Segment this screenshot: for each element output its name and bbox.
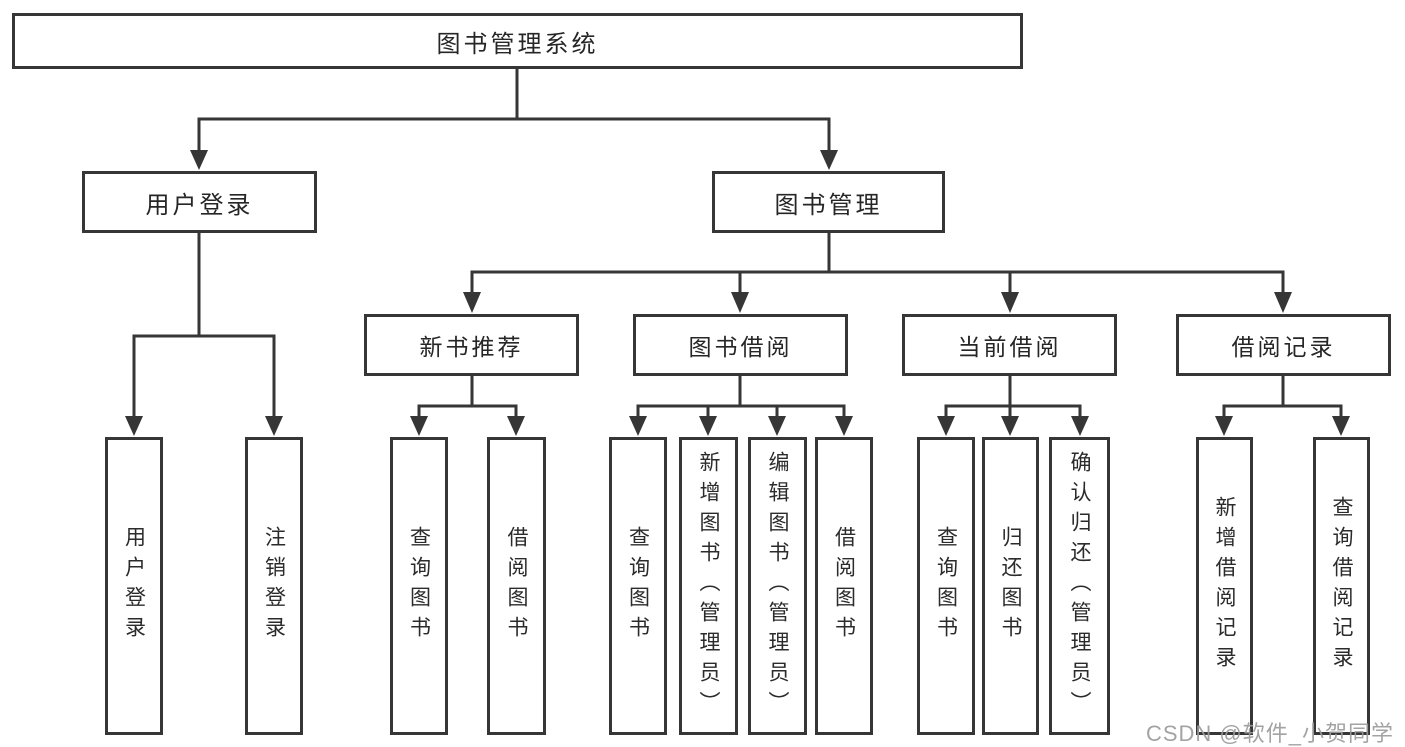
node-leaf-current-query: 查询图书 xyxy=(917,437,975,735)
node-root-label: 图书管理系统 xyxy=(436,30,599,58)
node-new-book-recommend: 新书推荐 xyxy=(364,314,579,376)
node-leaf-current-return: 归还图书 xyxy=(982,437,1039,735)
node-leaf-user-login: 用户登录 xyxy=(105,437,163,735)
connector-bookborrow-to-leaves xyxy=(629,376,853,436)
arrowhead-icon xyxy=(1274,292,1292,313)
node-leaf-bookborrow-borrow: 借阅图书 xyxy=(815,437,873,735)
arrowhead-icon xyxy=(1001,416,1019,436)
arrowhead-icon xyxy=(835,416,853,436)
arrowhead-icon xyxy=(768,416,786,436)
arrowhead-icon xyxy=(937,416,955,436)
node-leaf-current-query-label: 查询图书 xyxy=(934,526,958,646)
arrowhead-icon xyxy=(1332,416,1350,436)
node-user-login-label: 用户登录 xyxy=(145,191,254,219)
connector-path xyxy=(470,233,1285,294)
node-book-management-label: 图书管理 xyxy=(774,191,883,219)
arrowhead-icon xyxy=(507,416,525,436)
node-leaf-current-return-label: 归还图书 xyxy=(999,526,1022,646)
node-leaf-newbook-borrow-label: 借阅图书 xyxy=(505,526,528,646)
connector-newbookrec-to-leaves xyxy=(410,376,525,436)
connector-path xyxy=(1222,376,1343,418)
node-root: 图书管理系统 xyxy=(12,13,1023,69)
node-current-borrow: 当前借阅 xyxy=(902,314,1117,376)
node-leaf-record-query: 查询借阅记录 xyxy=(1313,437,1370,735)
node-leaf-current-confirm-label: 确认归还（管理员） xyxy=(1068,451,1091,721)
node-leaf-bookborrow-edit-label: 编辑图书（管理员） xyxy=(766,451,789,721)
connector-borrowrecord-to-leaves xyxy=(1215,376,1350,436)
arrowhead-icon xyxy=(410,416,428,436)
arrowhead-icon xyxy=(820,150,838,170)
connector-userlogin-to-leaves xyxy=(125,233,283,436)
connector-path xyxy=(944,376,1082,418)
connector-root-to-level2 xyxy=(190,68,838,170)
node-borrow-record-label: 借阅记录 xyxy=(1231,334,1336,360)
node-new-book-recommend-label: 新书推荐 xyxy=(419,334,524,360)
node-leaf-bookborrow-add-label: 新增图书（管理员） xyxy=(697,451,720,721)
node-leaf-bookborrow-add: 新增图书（管理员） xyxy=(679,437,738,735)
connector-path xyxy=(197,68,831,152)
node-leaf-record-add-label: 新增借阅记录 xyxy=(1213,496,1236,676)
connector-path xyxy=(417,376,518,418)
connector-path xyxy=(636,376,846,418)
node-leaf-newbook-query: 查询图书 xyxy=(390,437,448,735)
node-leaf-logout-label: 注销登录 xyxy=(262,526,286,646)
connector-bookmgmt-to-level3 xyxy=(463,233,1292,313)
node-book-management: 图书管理 xyxy=(712,171,945,233)
arrowhead-icon xyxy=(629,416,647,436)
node-leaf-user-login-label: 用户登录 xyxy=(122,526,146,646)
arrowhead-icon xyxy=(1001,292,1019,313)
node-leaf-bookborrow-borrow-label: 借阅图书 xyxy=(832,526,856,646)
node-current-borrow-label: 当前借阅 xyxy=(957,334,1062,360)
node-book-borrow: 图书借阅 xyxy=(633,314,848,376)
connector-currentborrow-to-leaves xyxy=(937,376,1089,436)
arrowhead-icon xyxy=(463,292,481,313)
node-book-borrow-label: 图书借阅 xyxy=(688,334,793,360)
node-leaf-record-add: 新增借阅记录 xyxy=(1196,437,1253,735)
node-leaf-newbook-query-label: 查询图书 xyxy=(407,526,431,646)
arrowhead-icon xyxy=(1215,416,1233,436)
arrowhead-icon xyxy=(1071,416,1089,436)
connector-path xyxy=(132,233,276,418)
arrowhead-icon xyxy=(699,416,717,436)
arrowhead-icon xyxy=(731,292,749,313)
arrowhead-icon xyxy=(190,150,208,170)
node-borrow-record: 借阅记录 xyxy=(1176,314,1391,376)
node-user-login: 用户登录 xyxy=(82,171,317,233)
node-leaf-newbook-borrow: 借阅图书 xyxy=(487,437,546,735)
watermark: CSDN @软件_小贺同学 xyxy=(1145,721,1394,746)
arrowhead-icon xyxy=(265,416,283,436)
node-leaf-bookborrow-query-label: 查询图书 xyxy=(626,526,650,646)
arrowhead-icon xyxy=(125,416,143,436)
node-leaf-bookborrow-query: 查询图书 xyxy=(609,437,667,735)
node-leaf-record-query-label: 查询借阅记录 xyxy=(1330,496,1353,676)
node-leaf-logout: 注销登录 xyxy=(245,437,303,735)
node-leaf-current-confirm: 确认归还（管理员） xyxy=(1049,437,1110,735)
node-leaf-bookborrow-edit: 编辑图书（管理员） xyxy=(748,437,807,735)
